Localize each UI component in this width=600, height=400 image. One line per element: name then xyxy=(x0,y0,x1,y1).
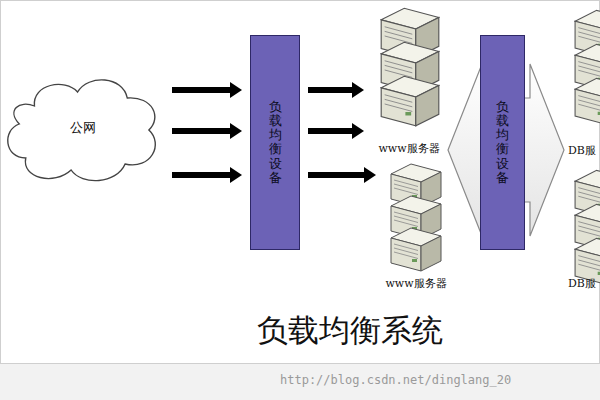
arrow-shaft xyxy=(308,87,353,93)
www-server-stack xyxy=(381,8,439,126)
arrow-head xyxy=(230,123,242,139)
db-server-stack xyxy=(575,10,600,124)
arrow-shaft xyxy=(172,172,231,178)
arrow-head xyxy=(364,167,376,183)
watermark: http://blog.csdn.net/dinglang_20 xyxy=(280,373,511,387)
arrow-head xyxy=(230,167,242,183)
arrow-connector xyxy=(172,167,242,183)
arrow-shaft xyxy=(172,87,231,93)
arrow-shaft xyxy=(308,172,365,178)
frame xyxy=(1,1,600,364)
footer-band xyxy=(0,364,600,400)
www-server-stack xyxy=(391,164,441,271)
node-label: 负载均衡设备 xyxy=(496,100,509,186)
arrow-connector xyxy=(172,82,242,98)
diagram-title: 负载均衡系统 xyxy=(150,310,550,352)
load-balancer: 负载均衡设备 xyxy=(250,35,300,250)
server-label: www服务器 xyxy=(372,141,446,156)
www-server: www服务器 xyxy=(372,6,446,156)
server-label: DB服 xyxy=(566,276,598,291)
arrow-head xyxy=(352,82,364,98)
arrow-connector xyxy=(308,167,376,183)
server-label: DB服 xyxy=(566,143,598,158)
node-label: 公网 xyxy=(2,119,164,137)
arrow-connector xyxy=(308,123,364,139)
arrow-connector xyxy=(308,82,364,98)
cloud-network: 公网 xyxy=(2,66,164,190)
arrow-shaft xyxy=(172,128,231,134)
server-label: www服务器 xyxy=(384,276,448,291)
arrow-connector xyxy=(172,123,242,139)
arrow-head xyxy=(230,82,242,98)
db-server: DB服 xyxy=(566,168,598,291)
db-server-stack xyxy=(575,170,600,284)
load-balancer: 负载均衡设备 xyxy=(480,35,525,250)
arrow-head xyxy=(352,123,364,139)
www-server: www服务器 xyxy=(384,160,448,291)
node-label: 负载均衡设备 xyxy=(269,100,282,186)
db-server: DB服 xyxy=(566,8,598,158)
arrow-shaft xyxy=(308,128,353,134)
